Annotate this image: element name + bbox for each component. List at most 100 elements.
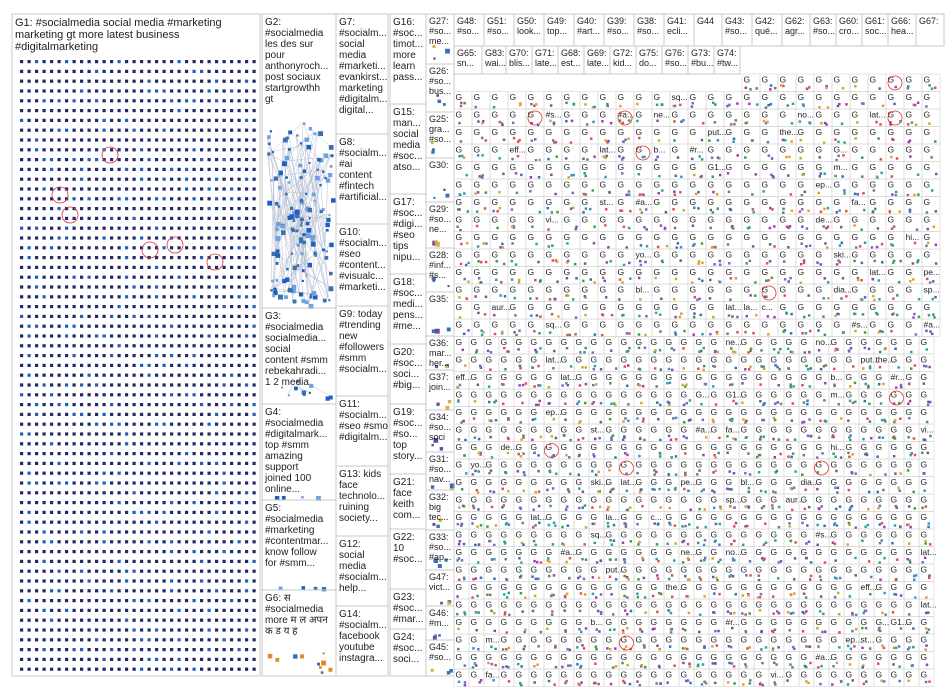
node	[823, 277, 827, 280]
node	[95, 79, 99, 83]
node	[87, 118, 91, 122]
node	[819, 419, 822, 423]
node	[185, 246, 189, 250]
node	[147, 657, 151, 661]
node	[533, 138, 537, 141]
node	[140, 148, 144, 152]
node	[252, 118, 256, 122]
node	[215, 60, 219, 64]
group-cells: G1: #socialmedia social media #marketing…	[11, 13, 945, 687]
node	[316, 168, 319, 171]
node	[125, 579, 129, 583]
node	[822, 141, 826, 144]
node	[445, 48, 450, 54]
node	[102, 118, 106, 122]
small-group-label: G	[672, 250, 679, 260]
node	[132, 256, 136, 260]
node	[207, 236, 211, 240]
node	[674, 174, 678, 178]
node	[311, 239, 314, 243]
node	[800, 193, 804, 197]
node	[192, 618, 196, 622]
node	[831, 435, 834, 439]
node	[252, 608, 256, 612]
node	[125, 363, 129, 367]
node	[237, 89, 241, 93]
node	[230, 579, 234, 583]
node	[200, 354, 204, 358]
small-group-label: G	[564, 250, 571, 260]
node	[65, 236, 69, 240]
node	[155, 510, 159, 514]
edge	[287, 379, 297, 395]
node	[20, 60, 24, 64]
node	[57, 579, 61, 583]
node	[930, 156, 933, 159]
node	[627, 137, 630, 140]
node	[125, 638, 129, 642]
node	[592, 455, 596, 458]
node	[185, 197, 189, 201]
small-group-label: lat...	[726, 302, 742, 312]
node	[547, 157, 550, 161]
node	[185, 89, 189, 93]
node	[875, 245, 879, 249]
small-group-label: G	[561, 407, 568, 417]
node	[95, 510, 99, 514]
small-group-label: G	[888, 75, 895, 85]
group-label: G75:do...	[639, 48, 659, 68]
node	[222, 118, 226, 122]
node	[749, 347, 753, 351]
node	[643, 226, 646, 229]
node	[140, 305, 144, 309]
node	[237, 373, 241, 377]
node	[273, 176, 279, 181]
node	[825, 226, 828, 230]
node	[162, 60, 166, 64]
node	[57, 69, 61, 73]
node	[170, 89, 174, 93]
node	[57, 422, 61, 426]
node	[215, 393, 219, 397]
group-label: G48:#so...	[457, 16, 479, 36]
node	[916, 173, 920, 176]
node	[490, 419, 493, 423]
node	[565, 382, 568, 385]
node	[801, 173, 804, 176]
node	[774, 402, 777, 405]
small-group-label: G	[798, 215, 805, 225]
node	[155, 344, 159, 348]
node	[627, 119, 631, 122]
node	[72, 569, 76, 573]
node	[690, 105, 694, 108]
node	[140, 432, 144, 436]
node	[50, 109, 54, 113]
node	[125, 354, 129, 358]
node	[499, 246, 502, 249]
small-group-label: c...	[762, 302, 773, 312]
node	[222, 79, 226, 83]
node	[682, 435, 686, 438]
node	[288, 130, 293, 135]
node	[791, 102, 795, 106]
node	[895, 313, 899, 317]
node	[80, 383, 84, 387]
node	[50, 89, 54, 93]
node	[222, 667, 226, 671]
node	[42, 412, 46, 416]
node	[808, 329, 812, 333]
node	[65, 540, 69, 544]
node	[871, 210, 875, 213]
node	[326, 217, 331, 222]
small-group-label: G	[798, 180, 805, 190]
node	[72, 657, 76, 661]
node	[744, 156, 747, 159]
node	[772, 416, 776, 420]
node	[42, 344, 46, 348]
small-group-label: G	[744, 75, 751, 85]
node	[745, 314, 748, 318]
node	[744, 330, 747, 334]
node	[125, 275, 129, 279]
